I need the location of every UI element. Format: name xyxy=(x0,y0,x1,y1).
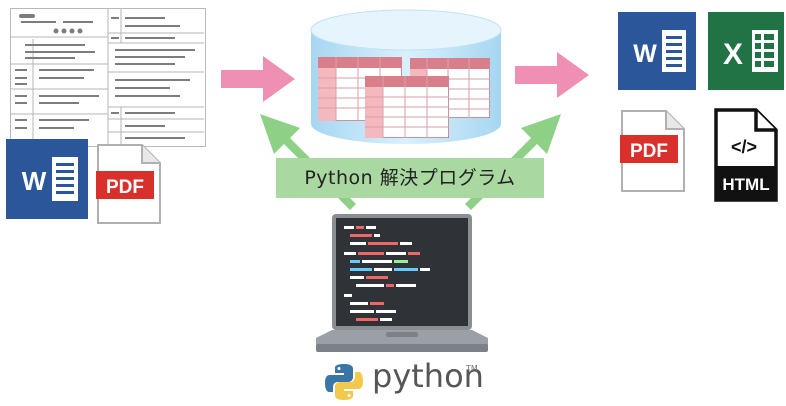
excel-icon-letter: X xyxy=(723,38,743,71)
code-lines xyxy=(344,226,430,321)
word-icon-letter: W xyxy=(22,166,47,196)
html-icon-tag: </> xyxy=(731,137,757,157)
word-icon: W xyxy=(618,12,696,94)
html-file-icon: </> HTML xyxy=(714,108,778,206)
laptop-icon xyxy=(316,212,488,360)
arrow-right-icon xyxy=(515,50,591,104)
pdf-icon: PDF xyxy=(620,109,686,197)
python-logo-text: python xyxy=(372,357,484,395)
python-program-label: Python 解決プログラム xyxy=(276,158,544,198)
table-icon xyxy=(364,75,450,142)
paper-form-document xyxy=(10,8,206,147)
html-icon-text: HTML xyxy=(722,175,769,194)
arrow-right-icon xyxy=(221,54,297,108)
pdf-icon-text: PDF xyxy=(630,141,668,162)
word-icon-letter: W xyxy=(633,40,657,68)
form-lines xyxy=(11,9,204,145)
python-logo-tm: TM xyxy=(466,364,478,373)
pdf-icon-text: PDF xyxy=(106,177,144,198)
excel-icon: X xyxy=(708,12,784,94)
word-icon: W xyxy=(6,139,88,223)
python-logo-icon xyxy=(324,362,364,406)
pdf-icon: PDF xyxy=(96,143,162,229)
python-program-label-text: Python 解決プログラム xyxy=(304,167,516,189)
